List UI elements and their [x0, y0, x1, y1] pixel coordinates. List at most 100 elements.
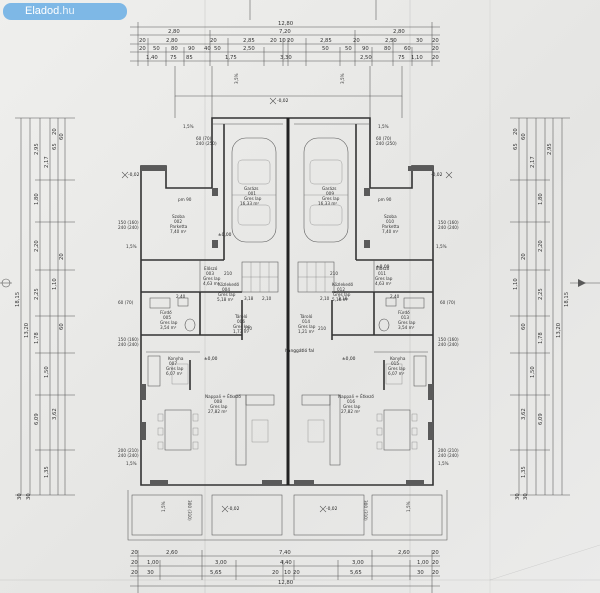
svg-text:005: 005: [163, 315, 171, 320]
svg-text:5,65: 5,65: [350, 570, 362, 576]
svg-text:2,25: 2,25: [34, 288, 40, 300]
svg-text:Garázs: Garázs: [244, 186, 258, 191]
level-marks: ±0,00 ±0,00 -0,02 -0,02 -0,02 -0,02 -0,0…: [128, 98, 443, 512]
svg-text:1,78: 1,78: [34, 332, 40, 344]
svg-text:1,10: 1,10: [513, 278, 519, 290]
svg-text:4,63 m²: 4,63 m²: [203, 281, 220, 286]
svg-text:20: 20: [139, 38, 146, 44]
svg-text:10: 10: [279, 38, 286, 44]
svg-text:5,18 m²: 5,18 m²: [217, 297, 234, 302]
svg-text:7,40 m²: 7,40 m²: [382, 229, 399, 234]
svg-text:20: 20: [131, 570, 138, 576]
svg-text:2,60: 2,60: [398, 550, 410, 556]
svg-text:±0,00: ±0,00: [204, 356, 218, 362]
svg-text:3,18: 3,18: [244, 296, 254, 301]
svg-text:004: 004: [222, 287, 230, 292]
watermark-badge[interactable]: Eladod.hu: [3, 3, 127, 20]
svg-text:18,15: 18,15: [15, 292, 21, 307]
car-left: [231, 137, 277, 243]
svg-text:240 (250): 240 (250): [196, 141, 217, 146]
svg-text:7,40 m²: 7,40 m²: [170, 229, 187, 234]
svg-text:3,00: 3,00: [215, 560, 227, 566]
svg-text:Parketta: Parketta: [382, 224, 400, 229]
svg-text:2,20: 2,20: [538, 240, 544, 252]
svg-text:Konyha: Konyha: [390, 356, 406, 361]
svg-text:210: 210: [330, 271, 338, 276]
svg-text:60 (70): 60 (70): [118, 300, 134, 305]
svg-text:6,09: 6,09: [34, 413, 40, 425]
svg-text:13,20: 13,20: [24, 322, 30, 338]
svg-text:2,85: 2,85: [320, 38, 332, 44]
svg-text:Tároló: Tároló: [299, 314, 313, 319]
svg-text:30: 30: [515, 493, 521, 500]
dim-top-row4: 20 50 80 90 40 50 2,50 50 50 90 80 60 20: [139, 46, 439, 52]
left-dim-text: 18,15 13,20 2,95 1,80 2,20 2,25 1,78 6,0…: [15, 128, 65, 500]
svg-text:85: 85: [186, 55, 193, 61]
level-cross-markers: [121, 97, 453, 513]
svg-text:1,5%: 1,5%: [161, 501, 166, 512]
svg-text:Gres lap: Gres lap: [244, 196, 262, 201]
svg-text:240 (240): 240 (240): [438, 225, 459, 230]
svg-text:7,40: 7,40: [279, 550, 291, 556]
svg-text:pm 90: pm 90: [378, 197, 392, 202]
svg-text:006: 006: [237, 319, 245, 324]
svg-text:Gres lap: Gres lap: [322, 196, 340, 201]
svg-text:pm 90: pm 90: [178, 197, 192, 202]
svg-text:5,65: 5,65: [210, 570, 222, 576]
svg-text:008: 008: [214, 399, 222, 404]
kitchen-right: [385, 355, 427, 387]
car-right: [303, 137, 349, 243]
svg-text:60: 60: [521, 133, 527, 140]
svg-text:60: 60: [59, 323, 65, 330]
svg-text:2,95: 2,95: [34, 143, 40, 155]
svg-text:±0,00: ±0,00: [376, 264, 390, 270]
svg-text:014: 014: [302, 319, 310, 324]
svg-text:30: 30: [147, 570, 154, 576]
svg-text:2,17: 2,17: [530, 156, 536, 168]
svg-text:2,20: 2,20: [34, 240, 40, 252]
svg-text:20: 20: [131, 560, 138, 566]
svg-text:015: 015: [391, 361, 399, 366]
svg-text:20: 20: [432, 560, 439, 566]
svg-text:20: 20: [272, 570, 279, 576]
svg-text:60 (70): 60 (70): [440, 300, 456, 305]
svg-text:240 (240): 240 (240): [118, 453, 139, 458]
svg-text:10: 10: [284, 570, 291, 576]
svg-text:1,5%: 1,5%: [378, 124, 389, 129]
svg-text:Tároló: Tároló: [234, 314, 248, 319]
svg-text:20: 20: [432, 38, 439, 44]
svg-text:011: 011: [378, 271, 386, 276]
svg-text:80: 80: [171, 46, 178, 52]
svg-text:65: 65: [52, 143, 58, 150]
svg-text:12,80: 12,80: [278, 580, 294, 586]
svg-text:30: 30: [26, 493, 32, 500]
svg-text:20: 20: [59, 253, 65, 260]
svg-text:50: 50: [153, 46, 160, 52]
svg-text:30: 30: [417, 570, 424, 576]
building-outline: [140, 117, 434, 486]
svg-text:-0,02: -0,02: [228, 506, 240, 512]
svg-text:Gres lap: Gres lap: [203, 276, 221, 281]
svg-text:1,40: 1,40: [146, 55, 158, 61]
svg-text:16,33 m²: 16,33 m²: [240, 201, 259, 206]
svg-text:3,5%: 3,5%: [340, 73, 345, 84]
svg-text:20: 20: [210, 38, 217, 44]
svg-text:Gres lap: Gres lap: [375, 276, 393, 281]
svg-text:1,5%: 1,5%: [436, 244, 447, 249]
svg-text:240 (240): 240 (240): [118, 342, 139, 347]
svg-text:20: 20: [513, 128, 519, 135]
svg-text:2,10: 2,10: [320, 296, 330, 301]
svg-text:3,18: 3,18: [338, 296, 348, 301]
svg-text:Gres lap: Gres lap: [333, 292, 351, 297]
svg-text:300 (310): 300 (310): [187, 500, 192, 521]
dim-top-r2-2: 7,20: [279, 29, 291, 35]
mid-dims: 3,18 2,10 2,10 3,18 2,40 2,40 210 210 21…: [176, 271, 400, 331]
svg-text:200 (210): 200 (210): [438, 448, 459, 453]
svg-text:2,80: 2,80: [166, 38, 178, 44]
furniture-right: [301, 394, 418, 466]
svg-text:65: 65: [513, 143, 519, 150]
svg-text:1,35: 1,35: [521, 466, 527, 478]
svg-text:60 (70): 60 (70): [196, 136, 212, 141]
